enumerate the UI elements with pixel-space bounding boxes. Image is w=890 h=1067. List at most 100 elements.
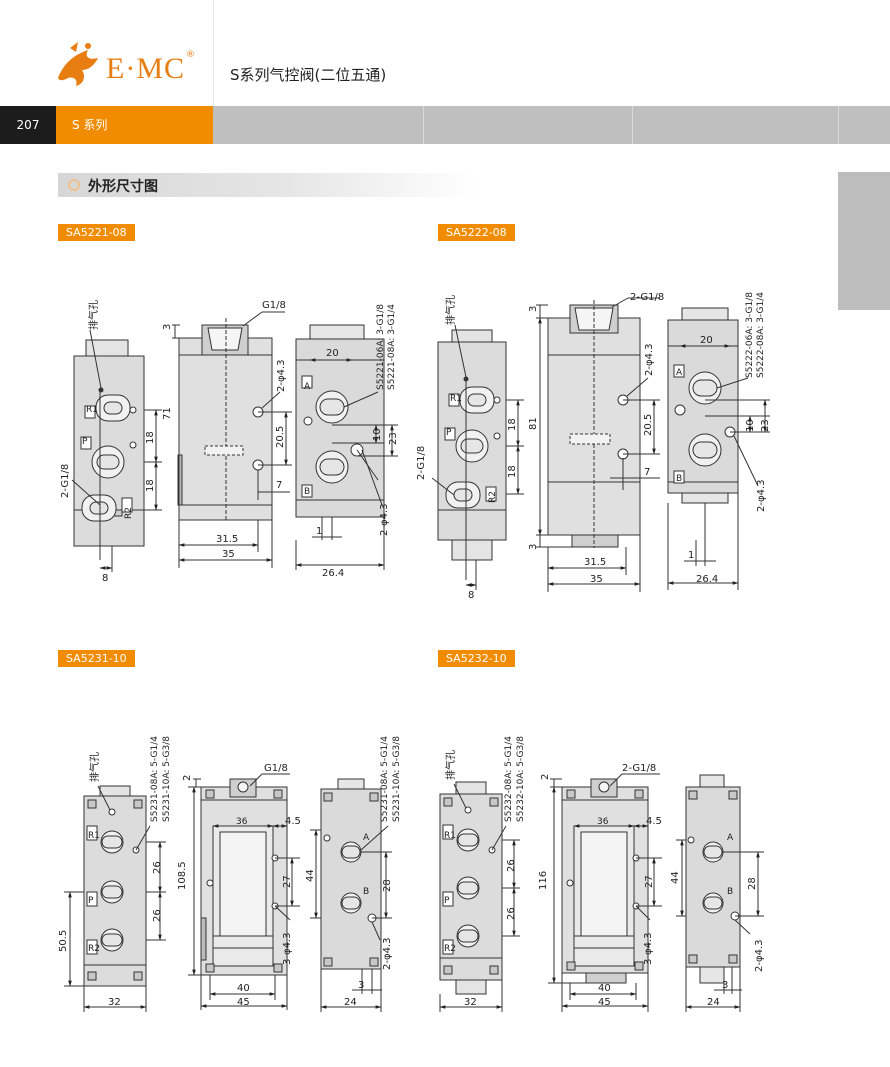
dim-23: 23 [760,419,771,432]
dim-2: 2 [182,775,193,781]
model-tag-sa5221: SA5221-08 [58,224,135,241]
dim-40: 40 [598,983,611,994]
g-top-label: 2-G1/8 [630,292,664,303]
dim-8: 8 [468,590,474,601]
exhaust-label: 排气孔 [87,300,100,330]
end-view-sa5231 [310,778,392,1012]
dim-3a: 3 [528,306,539,312]
dim-2: 2 [540,774,551,780]
dim-26-4: 26.4 [322,568,344,579]
hole-side-label: 2-φ4.3 [644,344,655,376]
dim-1: 1 [688,550,694,561]
brand-name: E·MC [106,52,185,85]
model-tag-sa5232: SA5232-10 [438,650,515,667]
series-tab[interactable]: S 系列 [56,106,213,144]
port-p-label: P [446,428,452,438]
dim-23: 23 [388,432,399,445]
end-view-sa5221 [295,324,398,570]
emc-horse-logo-icon [58,42,98,86]
dim-18b: 18 [145,479,156,492]
dim-44: 44 [670,871,681,884]
dim-32: 32 [464,997,477,1008]
exhaust-label: 排气孔 [444,750,457,780]
registered-mark: ® [186,50,195,60]
port-p-label: P [82,437,88,447]
drawing-sa5221 [71,311,398,572]
dim-35: 35 [222,549,235,560]
model-08-spec: S5222-08A: 3-G1/4 [756,292,766,378]
model-10-spec: S5231-10A: 5-G3/8 [392,736,402,822]
dim-10: 10 [745,419,756,432]
dim-71: 71 [162,407,173,420]
g-top-label: 2-G1/8 [622,763,656,774]
dim-36: 36 [597,817,609,827]
model-08-spec: S5231-08A: 5-G1/4 [150,736,160,822]
model-08-spec: S5231-08A: 5-G1/4 [380,736,390,822]
model-10-spec: S5232-10A: 5-G3/8 [516,736,526,822]
front-view-sa5232 [439,781,520,1012]
header-divider [213,0,214,106]
dim-20-5: 20.5 [275,426,286,448]
front-view-sa5221 [71,329,162,572]
page-number: 207 [0,106,56,144]
dim-4-5: 4.5 [285,816,301,827]
dim-20: 20 [326,348,339,359]
g-top-label: G1/8 [264,763,288,774]
dim-26b: 26 [506,907,517,920]
dim-18a: 18 [145,431,156,444]
port-p-label: P [444,896,450,906]
band-divider [423,106,424,144]
dim-24: 24 [344,997,357,1008]
labels-sa5231: 排气孔 R1 P R2 S5231-08A: 5-G1/4 S5231-10A:… [58,736,402,1008]
dim-18b: 18 [507,465,518,478]
port-a-label: A [304,382,311,392]
hole-side-label: 2-φ4.3 [276,360,287,392]
model-06-spec: S5221-06A: 3-G1/8 [376,304,386,390]
band-divider [838,106,839,144]
g-top-label: G1/8 [262,300,286,311]
port-r1-label: R1 [450,394,462,404]
side-index-tab[interactable] [838,172,890,310]
hole-end-label: 2-φ4.3 [756,480,767,512]
dim-1: 1 [316,526,322,537]
section-header: 外形尺寸图 [58,173,478,197]
dim-20: 20 [700,335,713,346]
dim-28: 28 [747,877,758,890]
port-r1-label: R1 [86,405,98,415]
dim-108-5: 108.5 [177,861,188,890]
port-b-label: B [676,474,682,484]
dim-35: 35 [590,574,603,585]
dim-36: 36 [236,817,248,827]
side-view-sa5221 [172,311,292,568]
dim-27: 27 [282,875,293,888]
dim-24: 24 [707,997,720,1008]
dim-8: 8 [102,573,108,584]
port-r2-label: R2 [488,491,498,503]
front-view-sa5222 [431,324,524,590]
drawing-sa5222 [431,297,770,592]
hole-2-label: 2-φ4.3 [382,938,393,970]
dim-45: 45 [237,997,250,1008]
section-title: 外形尺寸图 [88,179,158,195]
dim-50-5: 50.5 [58,930,69,952]
dim-3b: 3 [528,544,539,550]
dim-7: 7 [644,467,650,478]
drawing-sa5232 [439,773,764,1012]
port-a-label: A [727,833,734,843]
dim-18a: 18 [507,418,518,431]
dim-27: 27 [644,875,655,888]
port-r1-label: R1 [444,831,456,841]
port-p-label: P [88,896,94,906]
model-tag-sa5222: SA5222-08 [438,224,515,241]
end-view-sa5232 [676,774,764,1012]
model-08-spec: S5232-08A: 5-G1/4 [504,736,514,822]
front-view-sa5231 [64,785,166,1012]
hole-2-label: 2-φ4.3 [754,940,765,972]
port-b-label: B [363,887,369,897]
hole-end-label: 2-φ4.3 [379,504,390,536]
labels-sa5222: 排气孔 R1 P R2 2-G1/8 18 18 8 3 81 3 2-G1/8… [416,292,771,601]
dim-81: 81 [528,417,539,430]
side-view-sa5232 [548,773,662,1012]
dim-26-4: 26.4 [696,574,718,585]
